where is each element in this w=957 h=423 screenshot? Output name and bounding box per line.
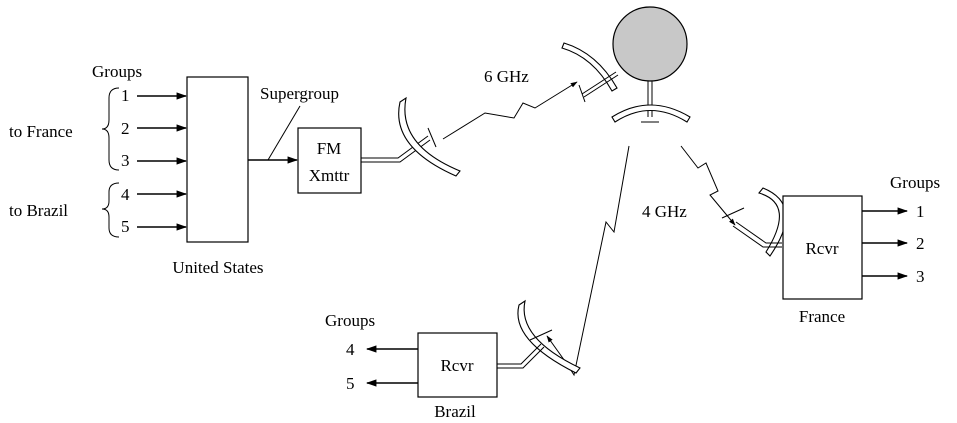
france-label: France — [799, 307, 845, 326]
fm-label: FM — [317, 139, 342, 158]
brazil-receiver-label: Rcvr — [440, 356, 473, 375]
france-receiver-box — [782, 195, 863, 300]
france-dish-subreflector — [721, 207, 745, 219]
france-feed-line — [732, 221, 782, 248]
france-output-3: 3 — [916, 267, 925, 286]
input-group-4: 4 — [121, 185, 130, 204]
input-group-3: 3 — [121, 151, 130, 170]
satellite-uplink-antenna — [561, 42, 618, 92]
transmit-dish-subreflector — [427, 127, 437, 148]
brazil-output-4: 4 — [346, 340, 355, 359]
united-states-label: United States — [172, 258, 263, 277]
transmit-dish-icon — [398, 96, 461, 177]
satellite-downlink-antenna — [611, 104, 691, 123]
brazil-brace — [101, 182, 120, 238]
brazil-output-5: 5 — [346, 374, 355, 393]
satellite-uplink-mast-a — [581, 71, 617, 95]
downlink-beam-brazil — [546, 145, 630, 377]
input-groups-heading: Groups — [92, 62, 142, 81]
satellite-uplink-mast-b — [583, 74, 619, 98]
uplink-beam — [442, 81, 578, 140]
france-output-1: 1 — [916, 202, 925, 221]
france-receiver-label: Rcvr — [805, 239, 838, 258]
uplink-frequency-label: 6 GHz — [484, 67, 529, 86]
france-brace — [101, 87, 120, 171]
france-output-2: 2 — [916, 234, 925, 253]
input-group-2: 2 — [121, 119, 130, 138]
brazil-label: Brazil — [434, 402, 476, 421]
supergroup-label: Supergroup — [260, 84, 339, 103]
france-dish-icon — [758, 187, 787, 257]
brazil-groups-heading: Groups — [325, 311, 375, 330]
xmttr-label: Xmttr — [309, 166, 350, 185]
brazil-dish-icon — [517, 299, 581, 374]
input-group-5: 5 — [121, 217, 130, 236]
downlink-beam-france — [680, 145, 736, 226]
satellite-icon — [612, 6, 688, 82]
france-groups-heading: Groups — [890, 173, 940, 192]
to-brazil-label: to Brazil — [9, 201, 68, 220]
fm-transmitter-box — [297, 127, 362, 194]
satellite-uplink-feed — [578, 84, 586, 103]
to-france-label: to France — [9, 122, 73, 141]
supergroup-leader — [267, 105, 301, 161]
downlink-frequency-label: 4 GHz — [642, 202, 687, 221]
brazil-dish-subreflector — [529, 329, 553, 341]
united-states-multiplexer — [186, 76, 249, 243]
brazil-receiver-box — [417, 332, 498, 398]
brazil-feed-line — [497, 343, 545, 369]
input-group-1: 1 — [121, 86, 130, 105]
